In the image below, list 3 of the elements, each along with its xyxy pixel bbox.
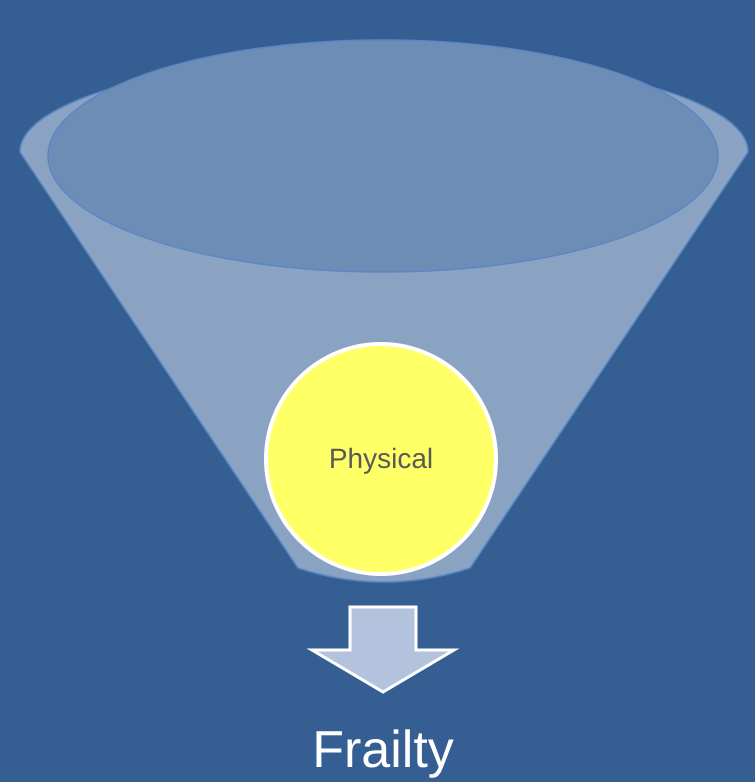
outcome-label: Frailty bbox=[312, 720, 454, 780]
circle-label: Physical bbox=[328, 443, 434, 475]
block-arrow bbox=[306, 606, 460, 694]
